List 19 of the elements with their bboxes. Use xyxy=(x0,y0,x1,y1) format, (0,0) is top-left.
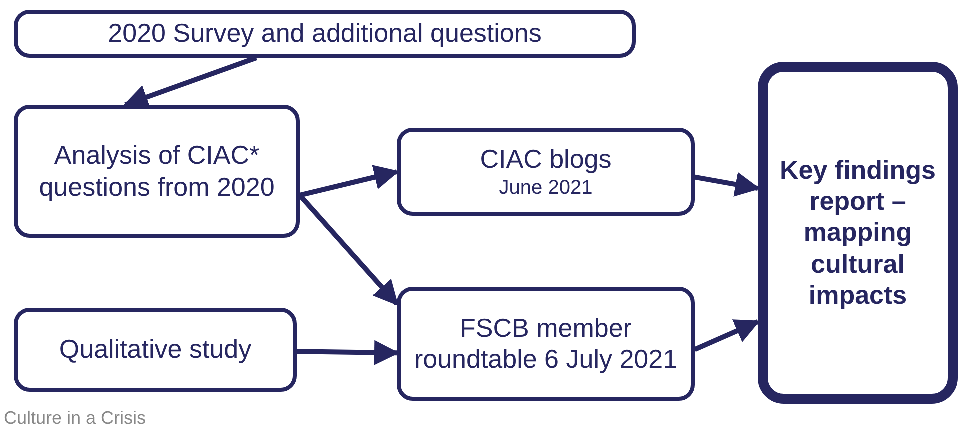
process-box xyxy=(397,128,695,216)
arrow xyxy=(299,165,400,198)
report-box xyxy=(758,62,958,404)
arrow xyxy=(694,172,760,197)
box-title: 2020 Survey and additional questions xyxy=(108,18,542,50)
box-date: June 2021 xyxy=(499,176,593,200)
arrow xyxy=(296,340,400,366)
arrow xyxy=(298,194,399,306)
box-title: Qualitative study xyxy=(59,334,252,366)
box-title: Analysis of CIAC* questions from 2020 xyxy=(38,140,276,203)
arrow xyxy=(694,320,760,352)
box-title: CIAC blogs xyxy=(480,144,612,176)
process-box xyxy=(397,287,695,401)
process-box xyxy=(14,308,297,392)
box-title: FSCB member roundtable 6 July 2021 xyxy=(413,312,679,376)
process-box xyxy=(14,10,636,58)
process-box xyxy=(14,105,300,238)
footer-text: Culture in a Crisis xyxy=(4,408,146,429)
box-title: Key findings report – mapping cultural impacts xyxy=(778,155,937,311)
